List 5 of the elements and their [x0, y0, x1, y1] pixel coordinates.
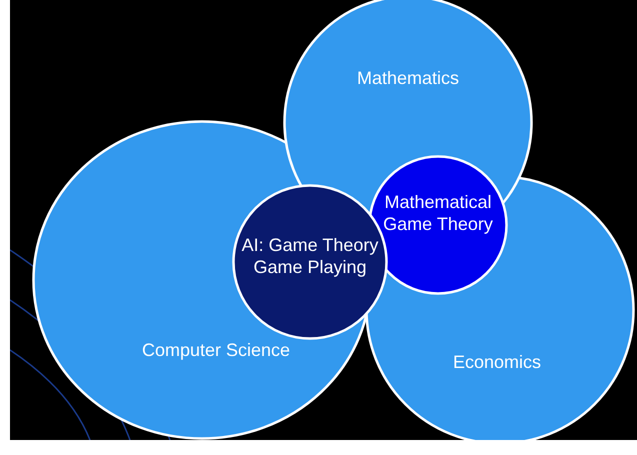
circle-label: Economics [452, 351, 542, 373]
circle-label: Mathematics [356, 67, 460, 89]
circle-label: Mathematical Game Theory [382, 191, 494, 235]
circle-label: AI: Game Theory Game Playing [240, 234, 380, 278]
circle-label: Computer Science [140, 339, 292, 361]
